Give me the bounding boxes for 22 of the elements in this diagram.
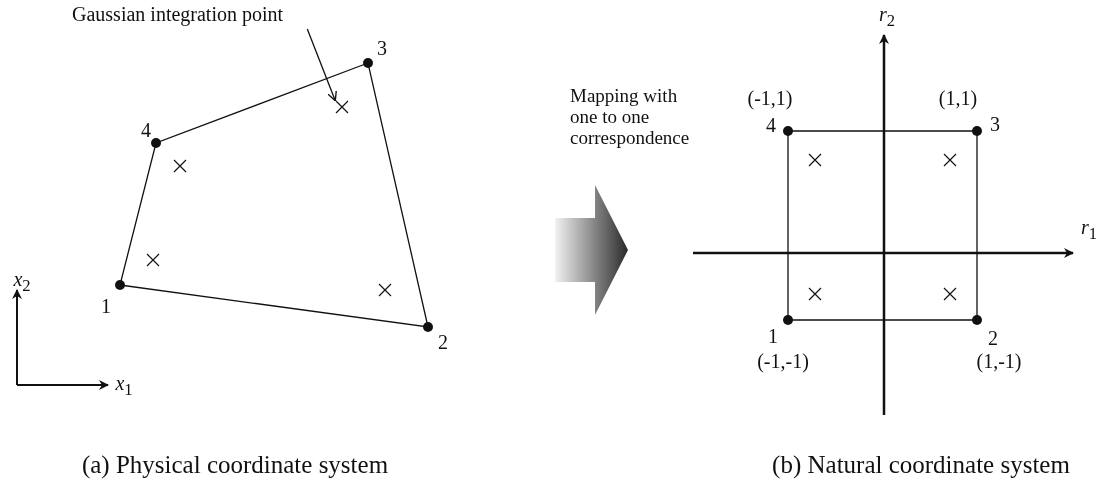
coordinate-label: (1,1) [938,87,978,109]
coordinate-label: (-1,1) [747,87,793,109]
node-number: 2 [988,327,998,349]
coordinate-label: (-1,-1) [757,350,809,372]
axis-label: r$_{1}$ [1080,216,1098,244]
node-number: 4 [766,114,776,136]
coordinate-label: (1,-1) [976,350,1022,372]
axis-label: r$_{2}$ [878,3,896,31]
leader-line [306,28,337,102]
node-number: 3 [990,113,1000,135]
figure-caption: (a) Physical coordinate system [81,451,389,479]
axis-label: x$_{2}$ [13,268,31,296]
node-number: 3 [377,37,387,59]
axis-label: x$_{1}$ [115,372,133,400]
figure-caption: (b) Natural coordinate system [772,451,1070,479]
integration-point-mark [335,100,349,114]
node-number: 2 [438,331,448,353]
callout-text: Gaussian integration point [72,3,332,29]
annotation-text: Mapping with one to one correspondence [570,86,691,149]
node-number: 1 [768,325,778,347]
node-number: 4 [141,119,151,141]
node-number: 1 [101,295,111,317]
